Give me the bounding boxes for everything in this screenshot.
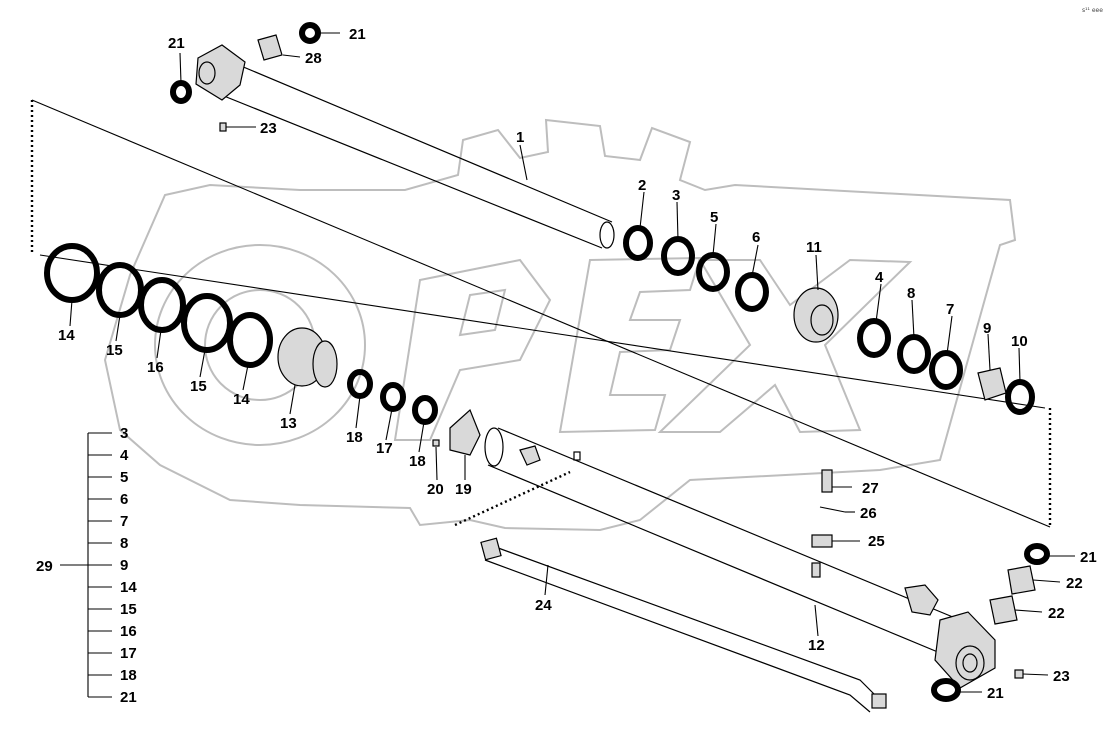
callout-12: 12 (808, 637, 825, 654)
kit-item-label: 9 (120, 557, 128, 574)
kit-item-label: 21 (120, 689, 137, 706)
kit-item-label: 18 (120, 667, 137, 684)
small-parts-top (170, 22, 321, 132)
callout-19: 19 (455, 481, 472, 498)
kit-item-label: 7 (120, 513, 128, 530)
callout-21c: 21 (1080, 549, 1097, 566)
corner-mark: s¹¹ eee (1082, 7, 1103, 14)
callout-3: 3 (672, 187, 680, 204)
callout-15a: 15 (106, 342, 123, 359)
callout-8: 8 (907, 285, 915, 302)
callout-15b: 15 (190, 378, 207, 395)
kit-item-label: 5 (120, 469, 128, 486)
kit-item-label: 3 (120, 425, 128, 442)
hydraulic-hose (480, 537, 887, 713)
kit-item-label: 4 (120, 447, 129, 464)
callout-21a: 21 (168, 35, 185, 52)
kit-ticks (88, 432, 112, 698)
callout-18b: 18 (409, 453, 426, 470)
opex-watermark (103, 118, 1017, 532)
callout-21d: 21 (987, 685, 1004, 702)
callout-26: 26 (860, 505, 877, 522)
callout-23a: 23 (260, 120, 277, 137)
callout-2: 2 (638, 177, 646, 194)
callout-18a: 18 (346, 429, 363, 446)
kit-item-label: 14 (120, 579, 137, 596)
callout-22a: 22 (1066, 575, 1083, 592)
callout-7: 7 (946, 301, 954, 318)
callout-10: 10 (1011, 333, 1028, 350)
callout-5: 5 (710, 209, 718, 226)
callout-23b: 23 (1053, 668, 1070, 685)
callout-13: 13 (280, 415, 297, 432)
callout-4: 4 (875, 269, 884, 286)
callout-24: 24 (535, 597, 552, 614)
kit-item-label: 15 (120, 601, 137, 618)
leader-lines (69, 32, 1075, 693)
callout-9: 9 (983, 320, 991, 337)
callout-14a: 14 (58, 327, 75, 344)
seal-rings-right (623, 225, 1035, 415)
callout-25: 25 (868, 533, 885, 550)
callout-20: 20 (427, 481, 444, 498)
callout-28: 28 (305, 50, 322, 67)
callout-labels: 1 2 3 5 6 11 4 8 7 9 10 14 15 16 15 14 1… (36, 26, 1097, 706)
callout-17: 17 (376, 440, 393, 457)
kit-item-label: 17 (120, 645, 137, 662)
callout-14b: 14 (233, 391, 250, 408)
callout-1: 1 (516, 129, 524, 146)
callout-6: 6 (752, 229, 760, 246)
cylinder-barrel (484, 427, 996, 689)
callout-27: 27 (862, 480, 879, 497)
assembly-lines (30, 99, 1052, 528)
seal-rings-left (44, 243, 481, 456)
kit-bracket (60, 432, 112, 698)
callout-16: 16 (147, 359, 164, 376)
kit-item-labels: 3 4 5 6 7 8 9 14 15 16 17 18 21 (120, 425, 137, 706)
callout-22b: 22 (1048, 605, 1065, 622)
kit-item-label: 6 (120, 491, 128, 508)
callout-21b: 21 (349, 26, 366, 43)
kit-item-label: 8 (120, 535, 128, 552)
callout-11: 11 (806, 239, 822, 256)
piston-rod (195, 44, 615, 249)
small-parts-right (811, 469, 1050, 702)
kit-item-label: 16 (120, 623, 137, 640)
kit-label: 29 (36, 558, 53, 575)
